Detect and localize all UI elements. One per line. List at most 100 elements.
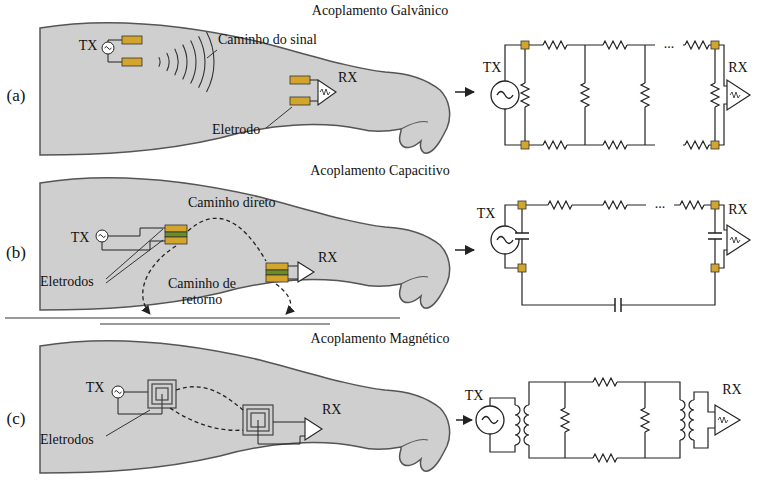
mapping-arrow — [455, 91, 474, 93]
arm-illustration — [40, 23, 450, 155]
magnetic-coils — [170, 387, 243, 431]
galvanic-circuit — [521, 141, 529, 149]
magnetic-circuit — [515, 405, 520, 445]
magnetic-coils — [112, 386, 124, 398]
magnetic-coils — [152, 384, 172, 404]
galvanic-circuit — [543, 41, 567, 49]
galvanic-circuit — [521, 41, 529, 49]
galvanic-circuit — [730, 92, 740, 98]
galvanic-circuit — [685, 141, 709, 149]
capacitive-electrodes — [298, 262, 314, 282]
capacitive-circuit — [548, 201, 572, 209]
transmitter-label: TX — [483, 60, 502, 76]
galvanic-circuit — [603, 41, 627, 49]
ellipsis: ... — [664, 36, 675, 52]
capacitive-circuit — [711, 201, 719, 209]
wavefront-arc — [191, 40, 196, 83]
path-label: Caminho de retorno — [162, 276, 242, 308]
magnetic-coils — [156, 388, 168, 400]
arm-illustration — [401, 439, 428, 447]
capacitive-circuit — [711, 264, 719, 272]
wavefront-arc — [167, 53, 169, 71]
capacitive-electrodes — [266, 270, 288, 275]
arm-illustration — [401, 276, 428, 284]
galvanic-electrodes — [207, 50, 292, 128]
capacitive-circuit — [603, 201, 627, 209]
electrode-label: Eletrodos — [40, 432, 94, 448]
galvanic-electrodes — [108, 40, 122, 62]
capacitive-circuit — [491, 226, 519, 254]
magnetic-circuit — [718, 417, 728, 423]
magnetic-coils — [118, 392, 162, 414]
magnetic-circuit — [715, 405, 740, 435]
arm-illustration — [40, 178, 450, 310]
galvanic-circuit — [491, 41, 750, 149]
capacitive-electrodes — [102, 228, 165, 250]
section-title: Acoplamento Magnético — [311, 331, 450, 347]
magnetic-circuit — [476, 378, 740, 462]
capacitive-electrodes — [165, 232, 187, 237]
magnetic-coils — [106, 410, 150, 436]
capacitive-circuit — [514, 233, 530, 239]
mapping-arrow — [455, 249, 474, 251]
section-title: Acoplamento Galvânico — [312, 3, 448, 19]
electrode-label: Eletrodo — [212, 122, 260, 138]
receiver-label: RX — [728, 202, 747, 218]
receiver-label: RX — [338, 70, 357, 86]
capacitive-circuit — [730, 237, 740, 243]
magnetic-circuit — [641, 408, 649, 432]
capacitive-electrodes — [106, 229, 163, 283]
panel-letter: (b) — [6, 243, 26, 262]
capacitive-electrodes — [276, 284, 291, 314]
path-label: Caminho direto — [188, 195, 276, 211]
galvanic-circuit — [521, 83, 529, 107]
transmitter-label: TX — [465, 388, 484, 404]
galvanic-electrodes — [122, 58, 142, 66]
ellipsis: ... — [655, 196, 666, 212]
capacitive-circuit — [615, 297, 621, 313]
transmitter-label: TX — [86, 380, 105, 396]
capacitive-electrodes — [96, 218, 314, 314]
transmitter-label: TX — [71, 230, 90, 246]
capacitive-circuit — [727, 225, 750, 255]
galvanic-electrodes — [290, 76, 310, 84]
wavefront-arc — [159, 57, 160, 66]
arm-illustration — [40, 341, 450, 473]
galvanic-circuit — [711, 41, 719, 49]
wavefront-arc — [207, 32, 214, 92]
magnetic-coils — [106, 380, 322, 444]
magnetic-circuit — [476, 406, 504, 434]
magnetic-coils — [305, 418, 322, 440]
magnetic-circuit — [490, 382, 715, 458]
arm-illustration — [40, 341, 450, 473]
galvanic-electrodes — [320, 89, 330, 95]
magnetic-coils — [258, 420, 305, 444]
magnetic-circuit — [593, 454, 617, 462]
galvanic-electrodes — [102, 36, 336, 128]
panel-letter: (c) — [7, 409, 26, 428]
galvanic-circuit — [727, 80, 750, 110]
capacitive-circuit — [505, 205, 727, 305]
galvanic-circuit — [505, 45, 727, 145]
galvanic-electrodes — [310, 80, 318, 101]
galvanic-circuit — [581, 83, 589, 107]
magnetic-circuit — [689, 400, 694, 440]
magnetic-coils — [148, 380, 176, 408]
galvanic-circuit — [543, 141, 567, 149]
galvanic-circuit — [685, 41, 709, 49]
arm-illustration — [40, 178, 450, 310]
capacitive-circuit — [680, 201, 704, 209]
magnetic-circuit — [524, 405, 529, 445]
galvanic-electrodes — [318, 80, 336, 105]
capacitive-electrodes — [288, 266, 298, 279]
path-label: Caminho do sinal — [218, 32, 317, 48]
electrode-label: Eletrodos — [40, 274, 94, 290]
receiver-label: RX — [722, 382, 741, 398]
galvanic-electrodes — [290, 97, 310, 105]
capacitive-electrodes — [165, 225, 187, 232]
wavefront-arc — [199, 36, 205, 88]
magnetic-circuit — [593, 378, 617, 386]
